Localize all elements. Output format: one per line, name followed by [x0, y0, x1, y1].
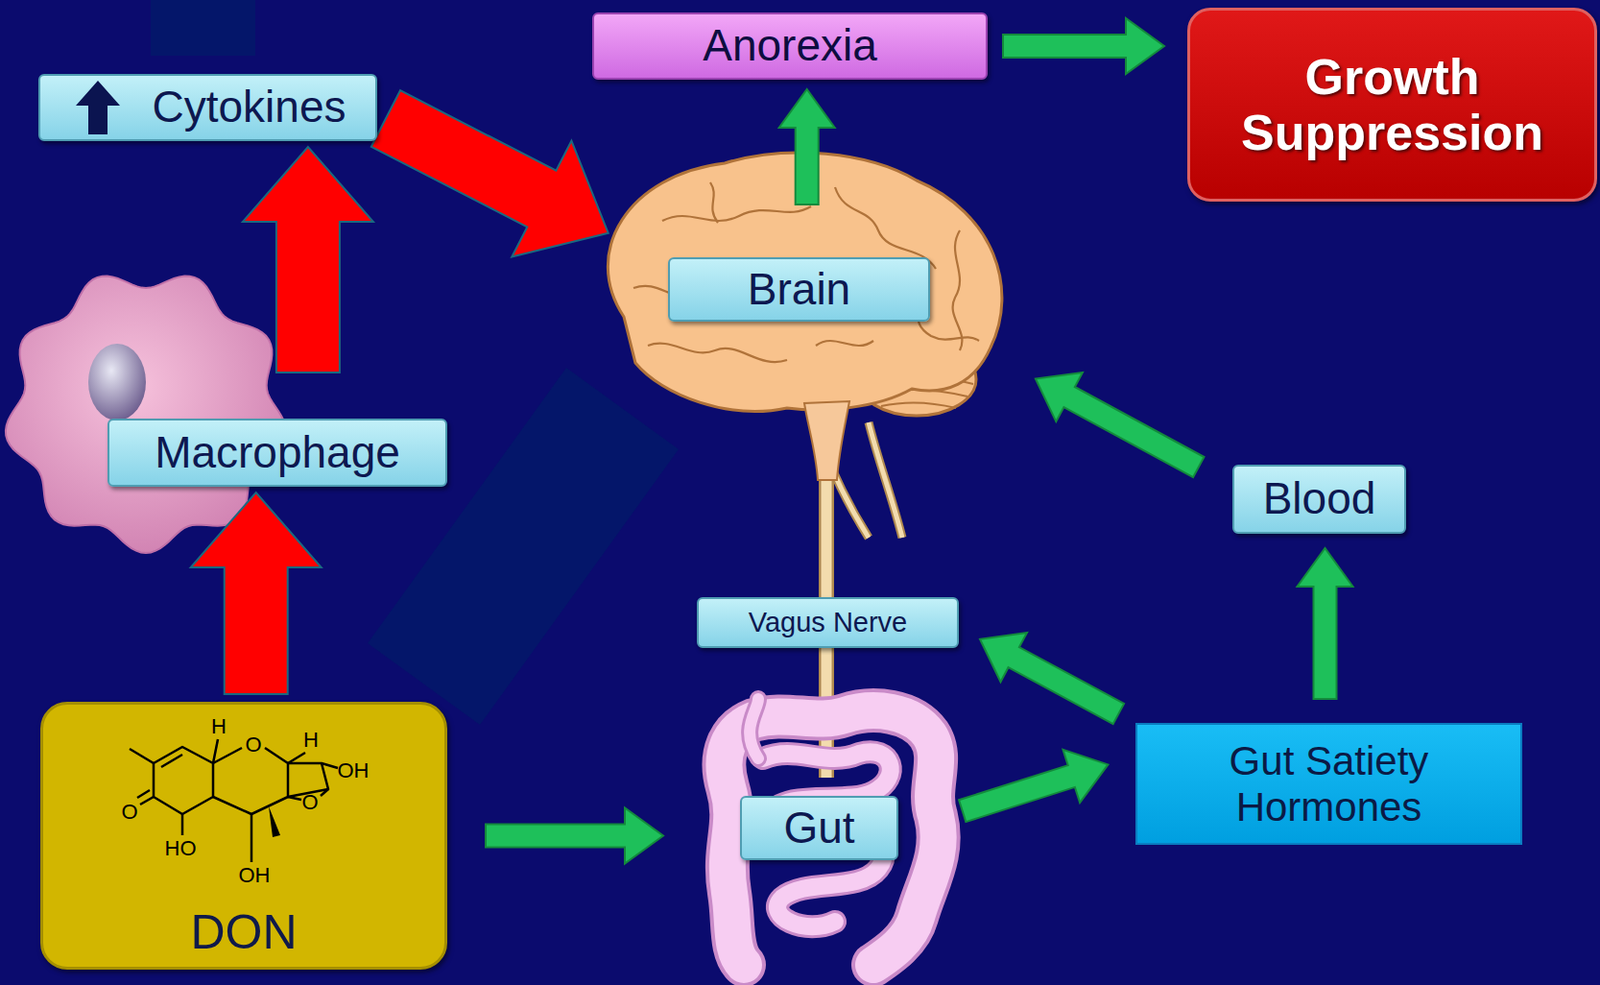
nerve-branch	[868, 422, 903, 538]
cerebellum	[857, 342, 977, 416]
gut-box: Gut	[740, 795, 899, 860]
brainstem	[804, 401, 850, 480]
illustration-part	[662, 206, 812, 221]
block-arrow	[1002, 18, 1165, 74]
block-arrow	[371, 90, 609, 257]
cerebrum	[607, 152, 1003, 411]
intestine	[723, 698, 938, 965]
node-label: Gut Satiety Hormones	[1150, 738, 1507, 829]
block-arrow	[979, 632, 1124, 724]
macrophage-cell	[5, 276, 287, 553]
atom-label: O	[120, 801, 138, 823]
block-arrow	[1035, 372, 1205, 478]
atom-label: OH	[337, 760, 370, 782]
illustration-part	[815, 340, 874, 346]
nerve-box: Vagus Nerve	[696, 597, 959, 648]
hormone-box: Gut Satiety Hormones	[1135, 722, 1523, 845]
illustration-part	[749, 698, 759, 759]
atom-label: HO	[165, 837, 197, 860]
brain-gyri	[633, 182, 980, 362]
cytokines-box: Cytokines	[38, 73, 378, 142]
block-arrow	[779, 89, 836, 205]
background-patch	[150, 0, 256, 56]
illustration-part	[723, 710, 938, 965]
block-arrow	[1297, 548, 1354, 699]
nerve-branch	[868, 422, 903, 538]
node-label: Brain	[747, 264, 851, 315]
atom-label: OH	[238, 864, 271, 886]
block-arrow	[191, 492, 322, 694]
nerve-cord	[818, 403, 835, 778]
node-label: DON	[190, 905, 297, 959]
node-label: Growth Suppression	[1203, 48, 1581, 161]
nerve-cord	[821, 403, 833, 778]
block-arrow	[485, 808, 664, 864]
node-label: Vagus Nerve	[748, 606, 908, 638]
brain-box: Brain	[668, 257, 931, 322]
illustration-part	[865, 376, 974, 384]
node-label: Macrophage	[154, 428, 401, 478]
illustration-part	[868, 363, 970, 373]
block-arrow	[242, 146, 374, 373]
node-label: Gut	[783, 803, 855, 854]
illustration-part	[710, 182, 718, 223]
illustration-part	[881, 402, 956, 408]
nerve-branch	[811, 412, 869, 538]
illustration-part	[871, 389, 968, 397]
illustration-part	[723, 710, 938, 965]
outcome-box: Growth Suppression	[1187, 7, 1598, 202]
node-label: Anorexia	[702, 21, 878, 72]
node-label: Blood	[1263, 474, 1377, 525]
anorexia-box: Anorexia	[592, 12, 988, 80]
node-label: Cytokines	[152, 82, 347, 133]
illustration-part	[749, 698, 759, 759]
macrophage-nucleus	[88, 343, 146, 421]
cerebellum-folds	[865, 363, 974, 408]
illustration-part	[647, 343, 788, 362]
blood-box: Blood	[1232, 464, 1407, 534]
atom-label: O	[301, 791, 318, 813]
toxin-box: DON	[40, 701, 448, 970]
illustration-part	[953, 230, 963, 351]
atom-label: H	[303, 729, 319, 751]
macrophage-box: Macrophage	[107, 418, 448, 487]
atom-label: O	[244, 734, 262, 756]
nerve-branch	[811, 412, 869, 538]
atom-label: H	[211, 716, 227, 738]
block-arrow	[958, 749, 1108, 822]
